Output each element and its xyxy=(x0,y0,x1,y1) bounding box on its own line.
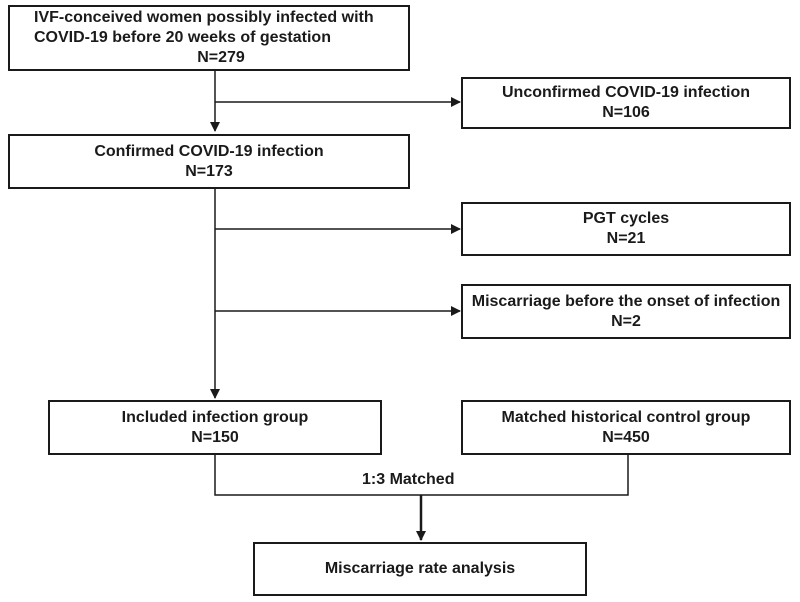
initial-population-count: N=279 xyxy=(197,49,245,66)
matching-ratio-label: 1:3 Matched xyxy=(362,471,455,488)
pgt-cycles-box: PGT cycles N=21 xyxy=(461,202,791,256)
matched-control-group-count: N=450 xyxy=(602,428,650,446)
confirmed-infection-box: Confirmed COVID-19 infection N=173 xyxy=(8,134,410,189)
initial-population-line1: IVF-conceived women possibly infected wi… xyxy=(34,9,374,26)
confirmed-infection-label: Confirmed COVID-19 infection xyxy=(94,142,324,160)
included-infection-group-label: Included infection group xyxy=(121,408,309,426)
miscarriage-before-infection-box: Miscarriage before the onset of infectio… xyxy=(461,284,791,339)
confirmed-infection-count: N=173 xyxy=(185,162,233,180)
matched-control-group-label: Matched historical control group xyxy=(501,408,751,426)
unconfirmed-infection-box: Unconfirmed COVID-19 infection N=106 xyxy=(461,77,791,129)
matched-control-group-box: Matched historical control group N=450 xyxy=(461,400,791,455)
unconfirmed-infection-count: N=106 xyxy=(602,104,650,121)
initial-population-box: IVF-conceived women possibly infected wi… xyxy=(8,5,410,71)
miscarriage-rate-analysis-label: Miscarriage rate analysis xyxy=(324,560,516,577)
initial-population-line2: COVID-19 before 20 weeks of gestation xyxy=(34,29,331,46)
pgt-cycles-label: PGT cycles xyxy=(582,210,670,227)
included-infection-group-box: Included infection group N=150 xyxy=(48,400,382,455)
pgt-cycles-count: N=21 xyxy=(606,230,646,247)
miscarriage-rate-analysis-box: Miscarriage rate analysis xyxy=(253,542,587,596)
miscarriage-before-infection-count: N=2 xyxy=(611,312,641,330)
included-infection-group-count: N=150 xyxy=(191,428,239,446)
unconfirmed-infection-label: Unconfirmed COVID-19 infection xyxy=(501,84,751,101)
miscarriage-before-infection-label: Miscarriage before the onset of infectio… xyxy=(471,292,781,310)
